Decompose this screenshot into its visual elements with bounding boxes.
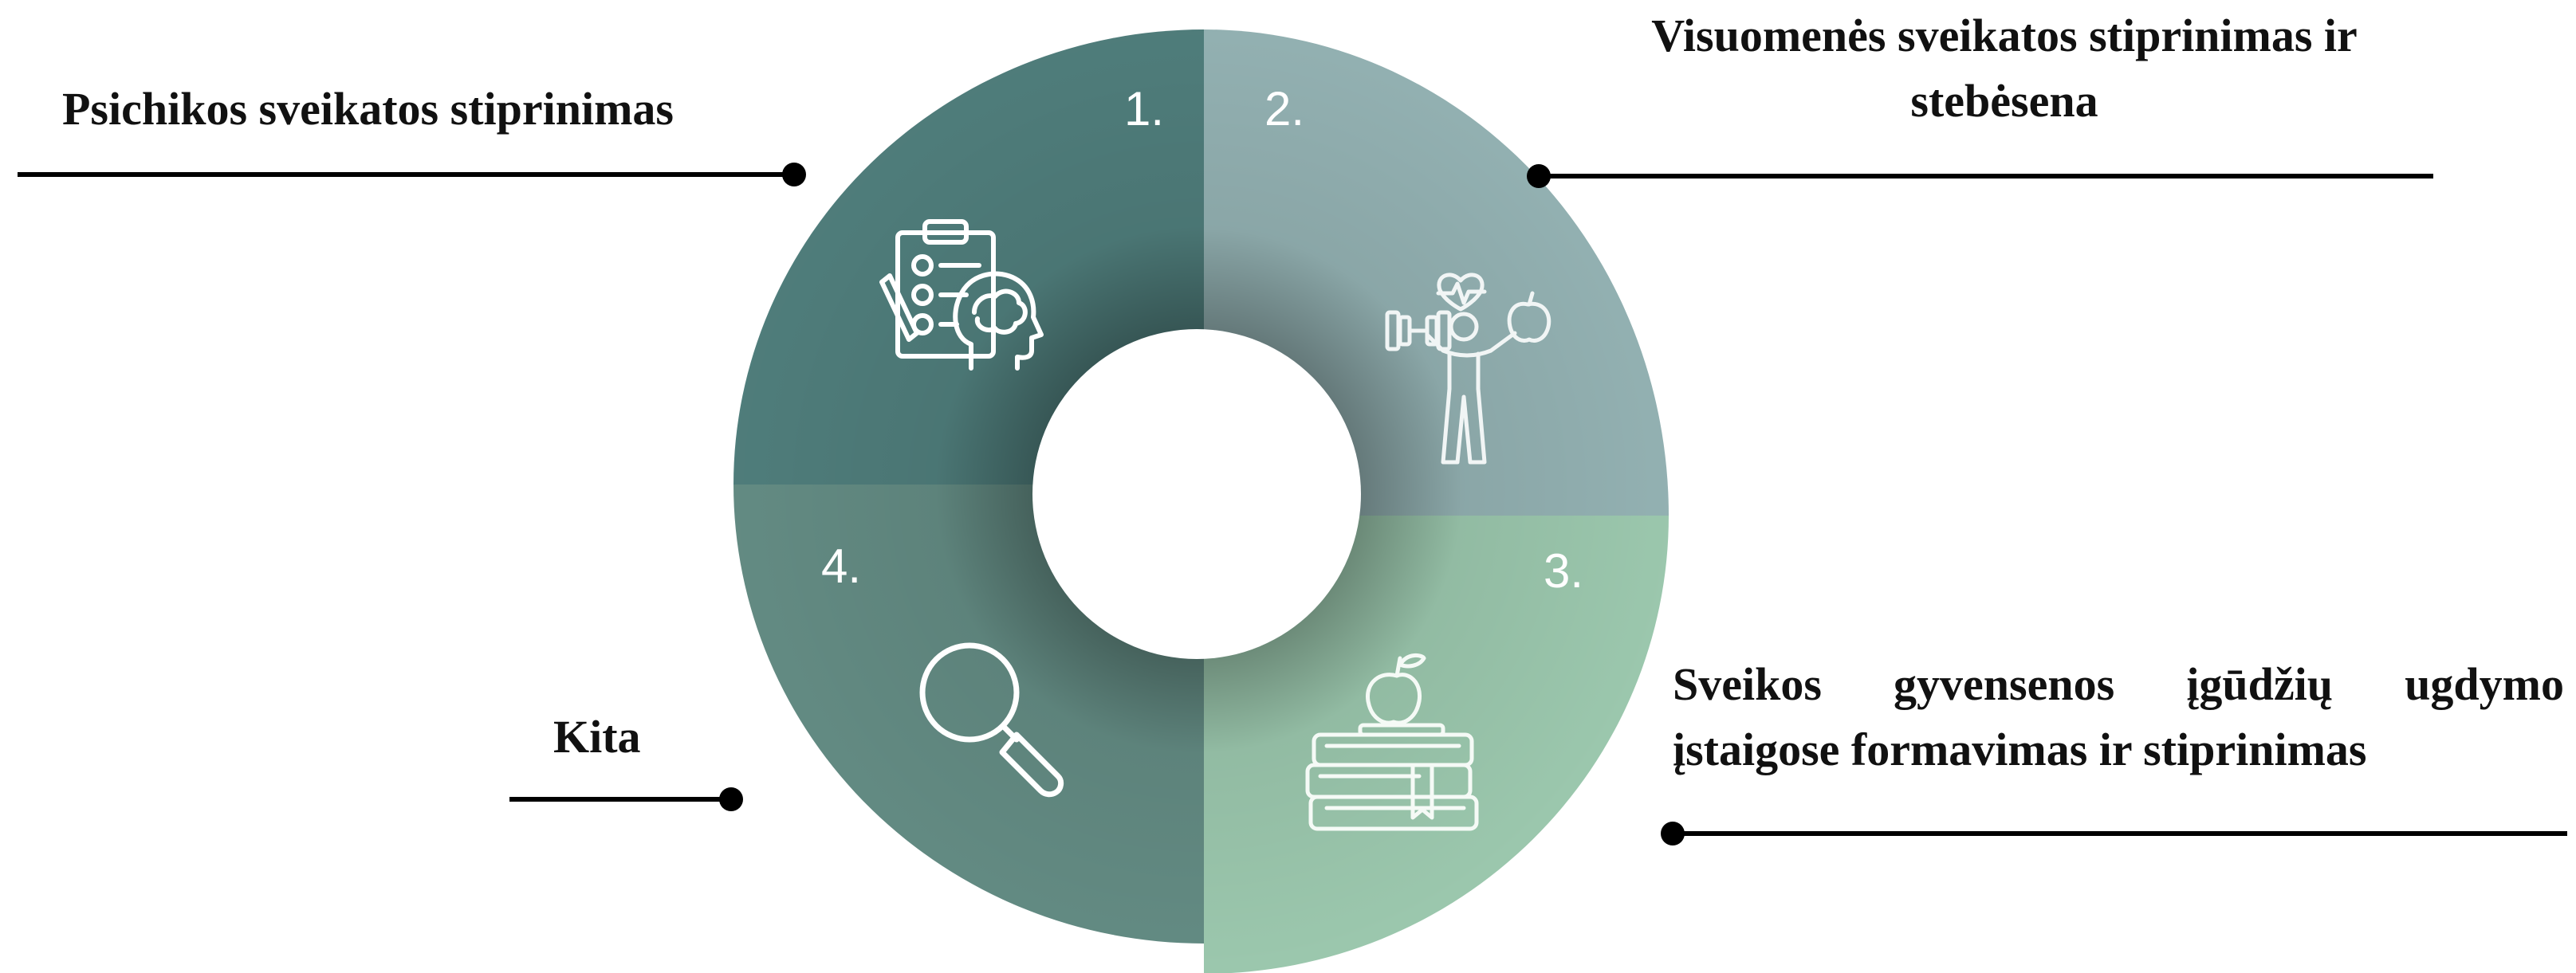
- leader-line-2: [1527, 164, 2433, 188]
- label-public-health-line2: stebėsena: [1910, 75, 2098, 128]
- magnifier-icon: [919, 642, 1064, 798]
- segment-number-2: 2.: [1264, 82, 1304, 135]
- books-apple-icon: [1305, 653, 1479, 831]
- segment-number-4: 4.: [821, 539, 861, 593]
- label-public-health-line1: Visuomenės sveikatos stiprinimas ir: [1651, 10, 2358, 61]
- label-healthy-lifestyle-line1: Sveikos gyvensenos įgūdžių ugdymo: [1673, 658, 2564, 710]
- leader-line-3: [1661, 822, 2567, 845]
- segment-number-1: 1.: [1124, 82, 1164, 135]
- label-other: Kita: [553, 711, 641, 763]
- leader-line-1: [18, 163, 806, 186]
- fitness-icon: [1385, 273, 1551, 465]
- label-healthy-lifestyle-line2: įstaigose formavimas ir stiprinimas: [1673, 724, 2367, 776]
- segment-number-3: 3.: [1544, 544, 1583, 598]
- label-public-health: Visuomenės sveikatos stiprinimas ir steb…: [1582, 3, 2427, 135]
- center-hole: [1032, 329, 1361, 659]
- label-mental-health: Psichikos sveikatos stiprinimas: [62, 83, 674, 135]
- leader-line-4: [509, 787, 743, 811]
- clipboard-mind-icon: [879, 219, 1044, 371]
- label-healthy-lifestyle: Sveikos gyvensenos įgūdžių ugdymo įstaig…: [1673, 652, 2564, 783]
